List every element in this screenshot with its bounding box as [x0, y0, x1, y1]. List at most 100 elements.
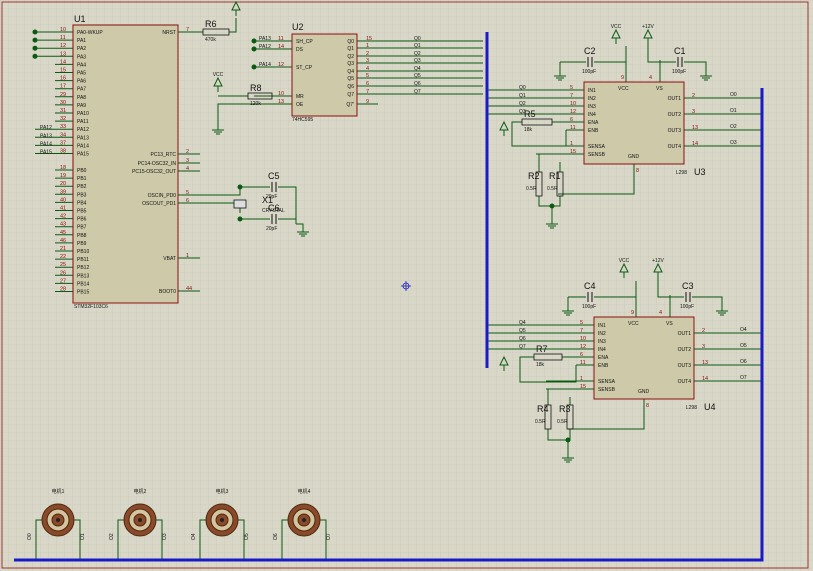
net-label: Q3	[519, 109, 526, 115]
u1-pin-name: PC14-OSC32_IN	[138, 161, 177, 167]
resistor-value: 0.5R	[547, 186, 558, 192]
capacitor-icon[interactable]	[677, 57, 683, 67]
l298-pin-num: 1	[570, 141, 573, 147]
u2-pin-num: 1	[366, 43, 369, 49]
net-label: Q0	[414, 36, 421, 42]
motor-icon[interactable]	[205, 503, 239, 537]
u2-pin-name: Q4	[347, 69, 354, 75]
l298-pin-name: SENSA	[598, 379, 616, 385]
u2-74hc595-chip[interactable]	[291, 33, 358, 117]
u2-pin-num: 2	[366, 51, 369, 57]
resistor-ref: R2	[528, 171, 540, 181]
crystal-icon[interactable]	[233, 199, 247, 209]
u1-pin-num: 33	[60, 124, 66, 130]
resistor-body[interactable]	[556, 171, 564, 197]
l298-pin-name: VCC	[618, 86, 629, 92]
resistor-body[interactable]	[544, 404, 552, 430]
u1-ref: U1	[74, 14, 86, 24]
capacitor-icon[interactable]	[271, 182, 277, 192]
motor-ref: 电机2	[134, 488, 147, 495]
net-label: O6	[740, 359, 747, 365]
u1-pin-num: 43	[60, 222, 66, 228]
u4-l298-chip[interactable]	[593, 316, 695, 400]
net-label: O1	[730, 108, 737, 114]
u2-pin-name: MR	[296, 94, 304, 100]
l298-pin-num: 11	[580, 360, 586, 366]
capacitor-icon[interactable]	[587, 292, 593, 302]
u1-pin-name: PA6	[77, 79, 86, 85]
net-label: PA13	[40, 133, 52, 139]
u1-pin-name: NRST	[162, 30, 176, 36]
u1-pin-num: 6	[186, 198, 189, 204]
u1-stm32-chip[interactable]	[72, 24, 179, 304]
capacitor-icon[interactable]	[587, 57, 593, 67]
l298-pin-name: SENSA	[588, 144, 606, 150]
u3-ref: U3	[694, 167, 706, 177]
resistor-body[interactable]	[533, 353, 563, 361]
resistor-ref: R6	[205, 19, 217, 29]
junction-dot	[237, 216, 243, 222]
u1-pin-name: PA9	[77, 103, 86, 109]
motor-icon[interactable]	[41, 503, 75, 537]
u1-pin-name: PB15	[77, 290, 89, 296]
u1-pin-num: 38	[60, 149, 66, 155]
l298-pin-num: 13	[702, 360, 708, 366]
u2-pin-name: Q2	[347, 54, 354, 60]
bus-line	[14, 88, 764, 562]
resistor-body[interactable]	[566, 404, 574, 430]
l298-pin-name: VCC	[628, 321, 639, 327]
resistor-ref: R1	[549, 171, 561, 181]
l298-pin-name: OUT1	[678, 331, 692, 337]
motor-pin-net: O5	[244, 533, 250, 540]
u1-pin-num: 20	[60, 181, 66, 187]
l298-pin-num: 10	[580, 336, 586, 342]
u2-pin-name: DS	[296, 47, 304, 53]
l298-pin-num: 6	[580, 352, 583, 358]
u1-pin-name: PA0-WKUP	[77, 30, 103, 36]
u1-pin-num: 12	[60, 43, 66, 49]
capacitor-value: 100pF	[582, 304, 596, 310]
resistor-body[interactable]	[247, 92, 273, 100]
u3-l298-chip[interactable]	[583, 81, 685, 165]
u2-pin-name: Q7	[347, 92, 354, 98]
capacitor-icon[interactable]	[271, 214, 277, 224]
cursor-crosshair-icon	[401, 281, 411, 291]
net-label: O0	[730, 92, 737, 98]
resistor-body[interactable]	[535, 171, 543, 197]
l298-pin-num: 12	[570, 109, 576, 115]
u2-pin-num: 7	[366, 89, 369, 95]
net-label: Q3	[414, 58, 421, 64]
wire	[594, 46, 627, 63]
u1-pin-name: PB1	[77, 176, 87, 182]
u1-pin-num: 39	[60, 189, 66, 195]
u2-pin-name: OE	[296, 102, 304, 108]
motor-icon[interactable]	[287, 503, 321, 537]
resistor-value: 120k	[250, 101, 261, 107]
u1-pin-name: PC15-OSC32_OUT	[132, 169, 176, 175]
u1-pin-name: PB4	[77, 200, 87, 206]
u1-pin-num: 27	[60, 278, 66, 284]
u1-pin-num: 2	[186, 149, 189, 155]
motor-icon[interactable]	[123, 503, 157, 537]
resistor-body[interactable]	[202, 28, 230, 36]
power-arrow-icon	[619, 262, 629, 278]
u1-pin-num: 19	[60, 173, 66, 179]
u1-pin-num: 44	[186, 286, 192, 292]
motor-pin-net: O0	[27, 533, 33, 540]
capacitor-icon[interactable]	[685, 292, 691, 302]
u1-pin-name: PA1	[77, 38, 86, 44]
l298-pin-name: IN2	[598, 331, 606, 337]
u1-pin-name: PA11	[77, 119, 89, 125]
bus-layer	[14, 32, 764, 562]
u1-pin-name: PA7	[77, 87, 86, 93]
ground-icon	[546, 218, 558, 229]
junction-dot	[251, 46, 257, 52]
wire	[200, 187, 241, 196]
power-arrow-icon	[499, 355, 509, 371]
capacitor-ref: C6	[268, 203, 280, 213]
resistor-body[interactable]	[521, 118, 553, 126]
u2-pin-num: 9	[366, 99, 369, 105]
motor-lead	[156, 519, 163, 560]
